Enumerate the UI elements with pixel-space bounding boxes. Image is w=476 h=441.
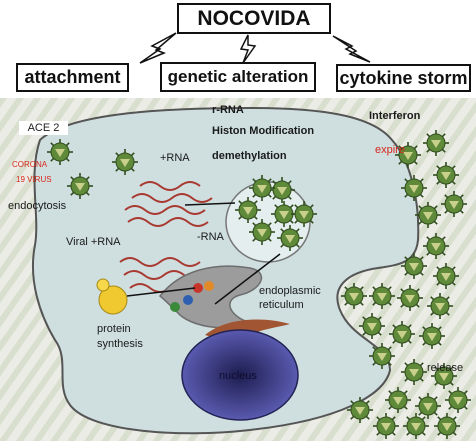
virus-particle [422, 232, 450, 260]
virus-particle [402, 412, 430, 440]
ribosome-orange [204, 281, 214, 291]
virus-particle [358, 312, 386, 340]
virus-particle [400, 252, 428, 280]
ribosome-small [96, 278, 110, 292]
effect-genetic-alteration: genetic alteration [160, 62, 316, 92]
virus-particle [248, 218, 276, 246]
interferon-label: Interferon [369, 110, 421, 122]
effect-attachment: attachment [16, 63, 129, 92]
corona-label-line2: 19 VIRUS [16, 175, 52, 184]
ace2-label: ACE 2 [19, 121, 68, 135]
page-title: NOCOVIDA [177, 3, 331, 34]
virus-particle [418, 322, 446, 350]
histon-modification-label: Histon Modification [212, 125, 315, 137]
ribosome-red [193, 283, 203, 293]
viral-plus-rna-label: Viral +RNA [66, 236, 121, 248]
endoplasmic-label-line2: reticulum [259, 299, 304, 311]
virus-particle [340, 282, 368, 310]
virus-particle [414, 392, 442, 420]
endoplasmic-reticulum [158, 265, 263, 329]
virus-particle [268, 176, 296, 204]
virus-particle [368, 342, 396, 370]
virus-particle [346, 396, 374, 424]
viral-rna-strands [119, 181, 213, 293]
virus-particle [368, 282, 396, 310]
demethylation-label: demethylation [212, 150, 287, 162]
endoplasmic-label-line1: endoplasmic [259, 285, 321, 297]
pointer-lines [126, 202, 281, 305]
minus-rna-label: -RNA [197, 231, 224, 243]
virus-particle [384, 386, 412, 414]
nucleus-label: nucleus [219, 370, 257, 382]
virus-particle [276, 224, 304, 252]
virus-particle [290, 200, 318, 228]
lightning-bolt-right-icon [332, 35, 371, 63]
virus-particle [432, 262, 460, 290]
virus-particle [248, 174, 276, 202]
virus-particle [414, 201, 442, 229]
virus-particle [432, 161, 460, 189]
corona-label-line1: CORONA [12, 160, 48, 169]
expire-label: expire [375, 144, 405, 156]
virus-particle [66, 172, 94, 200]
virus-particle [400, 174, 428, 202]
virus-particle [400, 358, 428, 386]
ribosome-green [170, 302, 180, 312]
lightning-bolt-left-icon [139, 32, 177, 64]
virus-particle [46, 138, 74, 166]
virus-particle [372, 412, 400, 440]
virus-particle [396, 284, 424, 312]
nucleus [181, 329, 299, 421]
virus-particle [388, 320, 416, 348]
virus-particle [234, 196, 262, 224]
virus-particle [426, 292, 454, 320]
effect-cytokine-storm: cytokine storm [336, 64, 471, 92]
plus-rna-label: +RNA [160, 152, 190, 164]
virus-particle [440, 190, 468, 218]
virus-particle [444, 386, 472, 414]
virus-particle [111, 148, 139, 176]
lightning-bolt-center-icon [239, 34, 257, 64]
protein-label-line1: protein [97, 323, 131, 335]
cell-illustration [0, 98, 476, 441]
virus-particle [433, 412, 461, 440]
endocytosis-label: endocytosis [8, 200, 67, 212]
ribosome-yellow [98, 285, 128, 315]
release-label: release [427, 362, 464, 374]
r-rna-label: r-RNA [212, 104, 244, 116]
ribosome-blue [183, 295, 193, 305]
protein-label-line2: synthesis [97, 338, 143, 350]
virus-particle [422, 129, 450, 157]
